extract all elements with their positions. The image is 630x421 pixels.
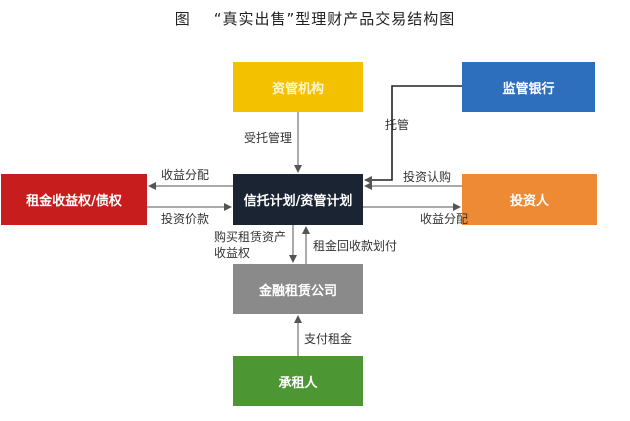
label-invest-subscribe: 投资认购 — [403, 170, 452, 184]
label-invest-price: 投资价款 — [161, 212, 210, 226]
label-pay-rent: 支付租金 — [304, 332, 353, 346]
node-supervising-bank: 监管银行 — [462, 62, 595, 112]
label-rent-transfer: 租金回收款划付 — [313, 239, 398, 253]
label-income-left: 收益分配 — [161, 168, 210, 182]
node-asset-manager: 资管机构 — [233, 62, 363, 112]
node-rent-rights: 租金收益权/债权 — [1, 174, 147, 225]
label-buy-rights-2: 收益权 — [214, 246, 251, 260]
node-trust-plan: 信托计划/资管计划 — [233, 174, 363, 225]
node-leasing-company: 金融租赁公司 — [233, 264, 363, 314]
label-buy-rights-1: 购买租赁资产 — [214, 230, 287, 244]
label-custody: 托管 — [385, 118, 410, 132]
label-income-right: 收益分配 — [420, 212, 469, 226]
diagram-title: 图 “真实出售”型理财产品交易结构图 — [174, 10, 456, 28]
node-investor: 投资人 — [462, 174, 597, 225]
node-lessee: 承租人 — [233, 356, 363, 406]
label-entrusted-mgmt: 受托管理 — [244, 131, 293, 145]
arrow-custody — [364, 85, 462, 184]
